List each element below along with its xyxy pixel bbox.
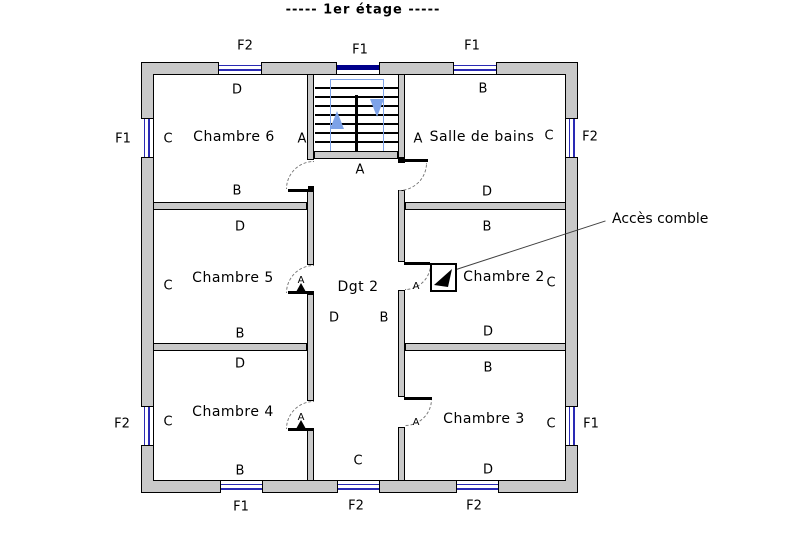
room-label-chambre5: Chambre 5 [192,270,274,286]
window-glass [457,484,498,490]
window-left-f1 [141,118,153,158]
door-swing-marker-chambre5 [296,283,306,292]
door-label-chambre4: A [297,412,305,423]
stair-center-divider [355,95,358,153]
room-label-chambre2: Chambre 2 [463,269,545,285]
window-left-f2 [141,406,153,446]
wall-label-dgt2-right: B [379,310,389,326]
door-label-chambre2: A [412,281,420,292]
corridor-left-wall-seg4 [307,429,314,481]
window-label-bottom-f2-center: F2 [348,498,364,514]
wall-label-chambre2-bottom: D [482,324,494,340]
window-top-f1 [453,62,497,74]
window-glass [569,119,575,157]
plan-title: ----- 1er étage ----- [285,2,441,18]
wall-label-chambre5-left: C [163,278,173,294]
room-label-chambre4: Chambre 4 [192,404,274,420]
door-leaf-chambre4 [288,428,314,431]
window-glass [144,407,150,445]
door-label-chambre5: A [297,275,305,286]
stair-up-arrow-icon [330,111,344,129]
wall-label-chambre6-left: C [163,131,173,147]
door-leaf-chambre6 [288,189,314,192]
wall-label-chambre6-bottom: B [232,183,242,199]
stair-tread [315,87,398,89]
window-label-bottom-f1: F1 [233,499,249,515]
wall-label-chambre5-top: D [234,219,246,235]
door-pivot-salle-de-bains [398,157,404,163]
partition-row2-row3-right [405,343,566,351]
wall-label-chambre5-bottom: B [235,326,245,342]
wall-label-chambre6-right: A [297,131,307,147]
door-leaf-chambre5 [288,291,314,294]
door-swing-marker-chambre4 [296,420,306,429]
wall-label-sdb-bottom: D [481,184,493,200]
window-glass [337,65,379,70]
window-label-right-f1: F1 [583,416,599,432]
window-glass [144,119,150,157]
window-label-right-f2: F2 [582,129,598,145]
corridor-left-wall-seg2 [307,190,314,265]
stairwell-bottom-wall [314,151,398,159]
partition-row2-row3-left [153,343,307,351]
stair-down-arrow-icon [370,99,384,117]
window-label-top-f1-stairs: F1 [352,42,368,58]
corridor-right-wall-seg2 [398,190,405,262]
room-label-salle-de-bains: Salle de bains [429,129,535,145]
door-leaf-chambre3 [404,397,432,400]
partition-row1-row2-left [153,202,307,210]
window-label-top-f1: F1 [464,38,480,54]
corridor-right-wall-seg3 [398,290,405,397]
access-comble-hatch [430,263,457,292]
window-right-f1 [566,406,578,446]
wall-label-chambre3-top: B [483,360,493,376]
wall-label-chambre4-left: C [163,414,173,430]
window-bottom-f2-center [337,481,380,493]
door-leaf-salle-de-bains [400,159,428,162]
room-label-chambre6: Chambre 6 [193,129,275,145]
wall-label-chambre4-top: D [234,356,246,372]
corridor-left-wall-seg1 [307,74,314,160]
corridor-right-wall-seg4 [398,427,405,481]
window-glass [454,65,496,71]
window-label-top-f2: F2 [237,38,253,54]
window-glass [338,484,379,490]
room-label-dgt2: Dgt 2 [337,279,379,295]
room-label-chambre3: Chambre 3 [443,411,525,427]
wall-label-chambre2-right: C [546,275,556,291]
wall-label-chambre6-top: D [231,82,243,98]
wall-label-sdb-right: C [544,128,554,144]
window-bottom-f2-right [456,481,499,493]
wall-label-chambre2-top: B [482,219,492,235]
attic-hatch-triangle-icon [434,269,452,287]
window-top-f2 [218,62,262,74]
wall-label-sdb-top: B [478,81,488,97]
window-glass [221,484,262,490]
wall-label-dgt2-left: D [328,310,340,326]
window-label-bottom-f2-right: F2 [466,498,482,514]
window-top-f1-stairs [336,62,380,74]
door-label-chambre3: A [412,417,420,428]
wall-label-dgt2-bottom: C [353,453,363,469]
window-right-f2 [566,118,578,158]
window-bottom-f1 [220,481,263,493]
access-comble-label: Accès comble [612,211,709,227]
window-glass [569,407,575,445]
corridor-right-wall-seg1 [398,74,405,163]
wall-label-chambre4-bottom: B [235,463,245,479]
wall-label-chambre3-bottom: D [482,462,494,478]
window-glass [219,65,261,71]
corridor-left-wall-seg3 [307,294,314,401]
door-leaf-chambre2 [404,262,430,265]
wall-label-dgt2-top: A [355,162,365,178]
door-pivot-chambre6 [308,186,314,192]
partition-row1-row2-right [405,202,566,210]
wall-label-chambre3-right: C [546,416,556,432]
window-label-left-f1: F1 [115,131,131,147]
window-label-left-f2: F2 [114,416,130,432]
wall-label-sdb-left: A [413,131,423,147]
